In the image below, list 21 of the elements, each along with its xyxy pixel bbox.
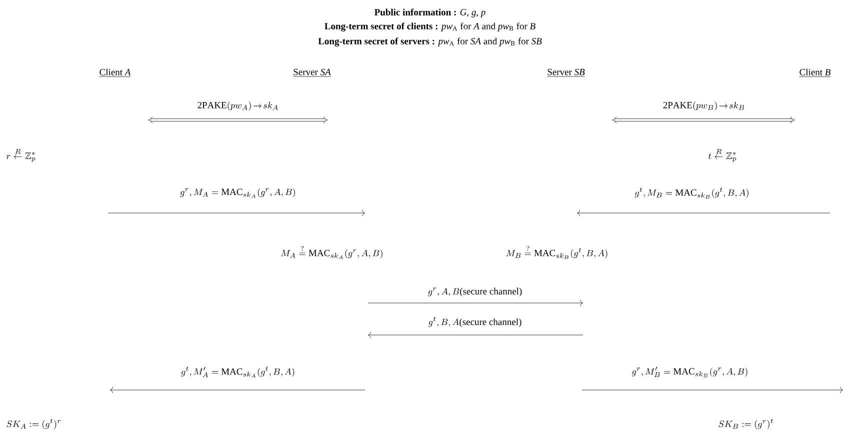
heading-line: Long-term secret of clients : pw$_{A}$ for A and pw$_{B}$ for B (324, 22, 536, 32)
title: Public information : G, g, p (374, 8, 486, 18)
computation-label: $SK_{B} := (g^{r})^{t}$ (718, 418, 773, 430)
party-heading: Client B (799, 68, 831, 77)
message-label: $g^{t}, B, A\text{(secure channel)}$ (428, 316, 522, 328)
message-label: $\mathrm{2PAKE}(pw_{B})\!\to\! sk_{B}$ (663, 101, 744, 110)
message-label: $g^{r}, A, B\text{(secure channel)}$ (428, 287, 522, 296)
message-label: $g^{r}, M'_{B} = \mathrm{MAC}_{sk_{B}}(g^{r}, A, B)$ (632, 366, 748, 378)
computation-label: $M_{B} \stackrel{?}{=} \mathrm{MAC}_{sk_{B}}(g^{t}, B, A)$ (506, 246, 608, 259)
computation-label: $r \stackrel{R}{\leftarrow} \mathbb{Z}_{p}^{*}$ (6, 148, 36, 162)
message-label: $g^{t}, M'_{A} = \mathrm{MAC}_{sk_{A}}(g^{t}, B, A)$ (181, 366, 294, 378)
computation-label: $t \stackrel{R}{\leftarrow} \mathbb{Z}_{p}^{*}$ (708, 148, 736, 162)
party-heading: Server SB (546, 68, 586, 77)
message-label: $\mathrm{2PAKE}(pw_{A})\!\to\! sk_{A}$ (198, 101, 278, 110)
party-heading: Server SA (292, 68, 332, 77)
computation-label: $M_{A} \stackrel{?}{=} \mathrm{MAC}_{sk_{A}}(g^{r}, A, B)$ (281, 246, 382, 259)
party-heading: Client A (99, 68, 131, 77)
message-label: $g^{r}, M_{A} = \mathrm{MAC}_{sk_{A}}(g^{r}, A, B)$ (180, 188, 296, 198)
computation-label: $SK_{A} := (g^{t})^{r}$ (6, 418, 61, 430)
message-label: $g^{t}, M_{B} = \mathrm{MAC}_{sk_{B}}(g^{t}, B, A)$ (634, 187, 748, 198)
heading-line: Long-term secret of servers : pw$_{A}$ for SA and pw$_{B}$ for SB (318, 38, 542, 46)
